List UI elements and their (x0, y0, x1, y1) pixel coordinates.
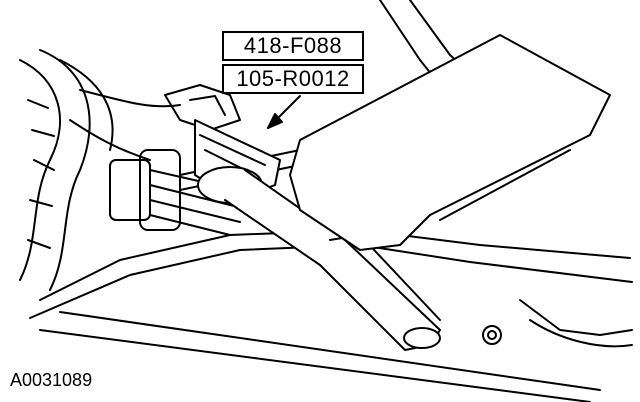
leader-lines (267, 95, 301, 129)
tool-label-418-f088: 418-F088 (222, 31, 364, 61)
figure-id: A0031089 (10, 370, 93, 390)
fuel-line-bracket (164, 84, 241, 131)
wiring-harness (19, 49, 181, 291)
tool-label-105-r0012: 105-R0012 (222, 64, 364, 94)
special-tool (194, 34, 611, 351)
